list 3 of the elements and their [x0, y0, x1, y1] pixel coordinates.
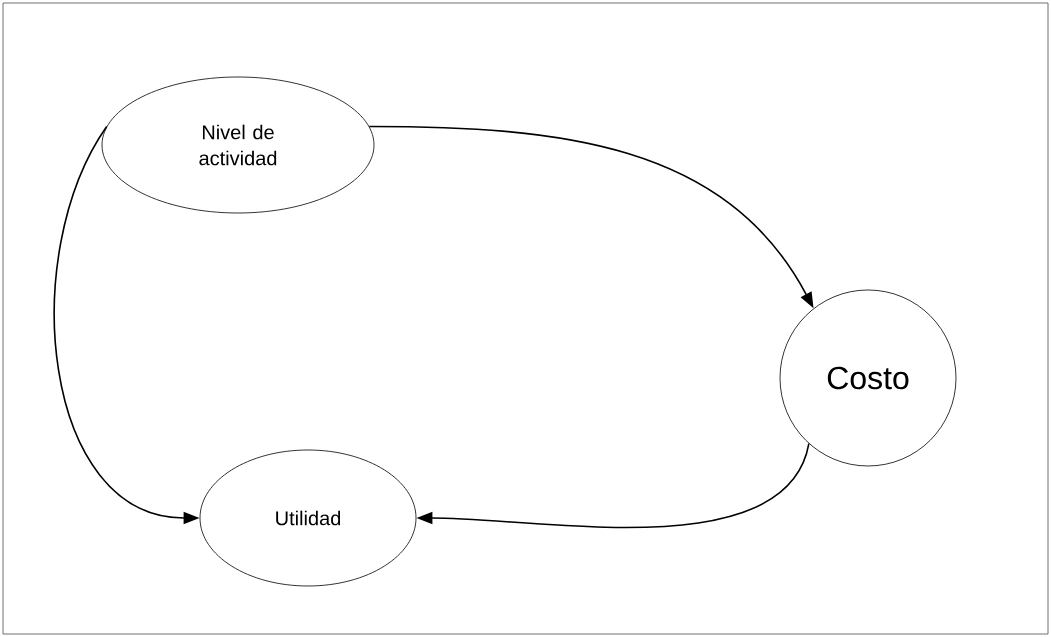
- ellipse-node: Utilidad: [199, 449, 417, 587]
- ellipse-node: Nivel de actividad: [101, 76, 375, 214]
- circle-node: Costo: [779, 289, 957, 467]
